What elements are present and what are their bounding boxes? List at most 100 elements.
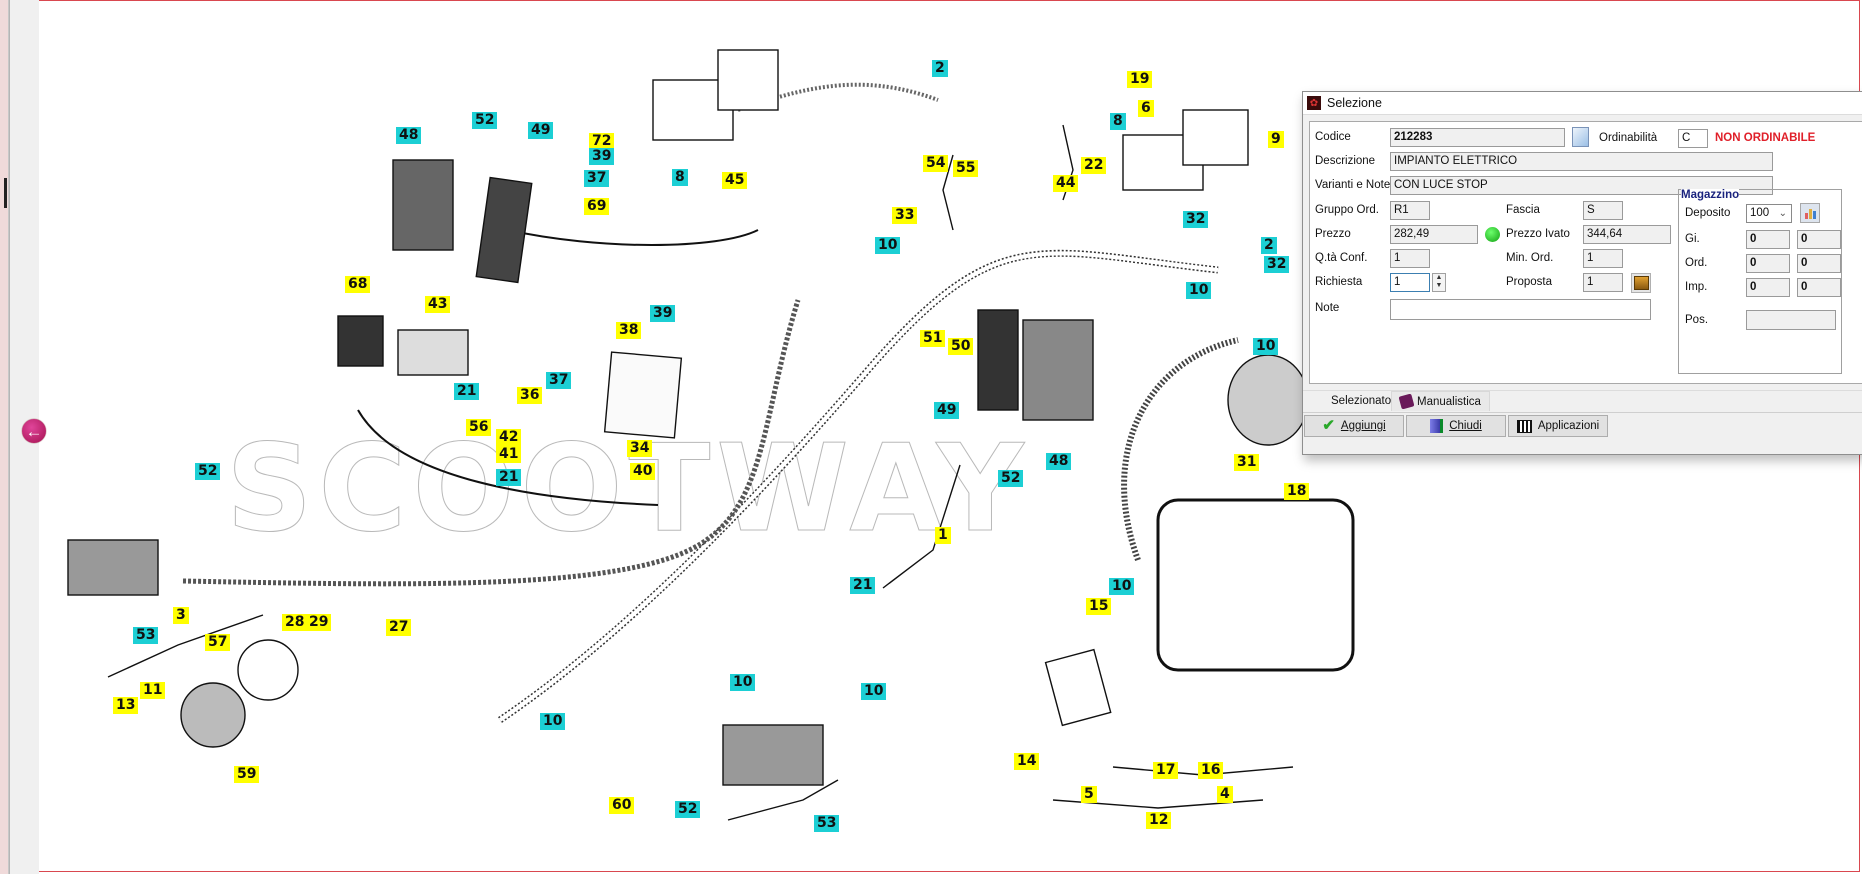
callout-68[interactable]: 68: [345, 276, 371, 293]
callout-48b[interactable]: 48: [1046, 453, 1072, 470]
prezzo-field[interactable]: 282,49: [1390, 225, 1478, 244]
callout-39b[interactable]: 39: [650, 305, 676, 322]
imp-field-1[interactable]: 0: [1746, 278, 1790, 297]
callout-60[interactable]: 60: [609, 797, 635, 814]
callout-54[interactable]: 54: [923, 155, 949, 172]
callout-10[interactable]: 10: [875, 237, 901, 254]
callout-32[interactable]: 32: [1183, 211, 1209, 228]
callout-10c[interactable]: 10: [1253, 338, 1279, 355]
callout-4[interactable]: 4: [1217, 786, 1233, 803]
callout-21b[interactable]: 21: [496, 469, 522, 486]
callout-11[interactable]: 11: [140, 682, 166, 699]
aggiungi-button[interactable]: ✔Aggiungi: [1304, 415, 1404, 437]
callout-10b[interactable]: 10: [1186, 282, 1212, 299]
callout-28[interactable]: 28: [282, 614, 308, 631]
callout-44[interactable]: 44: [1053, 175, 1079, 192]
chart-button[interactable]: [1800, 203, 1820, 223]
gruppo-field[interactable]: R1: [1390, 201, 1430, 220]
callout-38[interactable]: 38: [616, 322, 642, 339]
callout-9[interactable]: 9: [1268, 131, 1284, 148]
callout-2[interactable]: 2: [932, 60, 948, 77]
callout-36[interactable]: 36: [517, 387, 543, 404]
callout-39[interactable]: 39: [589, 148, 615, 165]
tab-manualistica[interactable]: Manualistica: [1391, 391, 1490, 411]
callout-6[interactable]: 6: [1138, 100, 1154, 117]
descrizione-field[interactable]: IMPIANTO ELETTRICO: [1390, 152, 1773, 171]
scrollbar-thumb[interactable]: [4, 178, 7, 208]
fascia-field[interactable]: S: [1583, 201, 1623, 220]
callout-1[interactable]: 1: [935, 527, 951, 544]
callout-21c[interactable]: 21: [850, 577, 876, 594]
callout-53[interactable]: 53: [133, 627, 159, 644]
callout-52d[interactable]: 52: [675, 801, 701, 818]
callout-34[interactable]: 34: [627, 440, 653, 457]
callout-18[interactable]: 18: [1284, 483, 1310, 500]
callout-10e[interactable]: 10: [861, 683, 887, 700]
callout-37b[interactable]: 37: [546, 372, 572, 389]
callout-8b[interactable]: 8: [1110, 113, 1126, 130]
richiesta-input[interactable]: 1: [1390, 273, 1430, 292]
varianti-field[interactable]: CON LUCE STOP: [1390, 176, 1773, 195]
callout-27[interactable]: 27: [386, 619, 412, 636]
callout-29[interactable]: 29: [306, 614, 332, 631]
ord-field-2[interactable]: 0: [1797, 254, 1841, 273]
prezzo-ivato-field[interactable]: 344,64: [1583, 225, 1671, 244]
callout-8[interactable]: 8: [672, 169, 688, 186]
callout-52b[interactable]: 52: [998, 470, 1024, 487]
callout-52c[interactable]: 52: [195, 463, 221, 480]
callout-10f[interactable]: 10: [540, 713, 566, 730]
proposta-field[interactable]: 1: [1583, 273, 1623, 292]
callout-59[interactable]: 59: [234, 766, 260, 783]
callout-14[interactable]: 14: [1014, 753, 1040, 770]
callout-5[interactable]: 5: [1081, 786, 1097, 803]
min-ord-field[interactable]: 1: [1583, 249, 1623, 268]
deposito-select[interactable]: 100⌄: [1746, 204, 1792, 223]
applicazioni-button[interactable]: Applicazioni: [1508, 415, 1608, 437]
callout-10d[interactable]: 10: [730, 674, 756, 691]
imp-field-2[interactable]: 0: [1797, 278, 1841, 297]
ordinabilita-field[interactable]: C: [1678, 129, 1708, 148]
callout-55[interactable]: 55: [953, 160, 979, 177]
callout-43[interactable]: 43: [425, 296, 451, 313]
callout-2b[interactable]: 2: [1261, 237, 1277, 254]
callout-45[interactable]: 45: [722, 172, 748, 189]
pos-field[interactable]: [1746, 310, 1836, 330]
callout-56[interactable]: 56: [466, 419, 492, 436]
gi-field-2[interactable]: 0: [1797, 230, 1841, 249]
callout-33[interactable]: 33: [892, 207, 918, 224]
callout-40[interactable]: 40: [630, 463, 656, 480]
box-button[interactable]: [1631, 273, 1651, 293]
callout-22[interactable]: 22: [1081, 157, 1107, 174]
callout-10g[interactable]: 10: [1109, 578, 1135, 595]
callout-53b[interactable]: 53: [814, 815, 840, 832]
callout-49b[interactable]: 49: [934, 402, 960, 419]
callout-52[interactable]: 52: [472, 112, 498, 129]
gi-field-1[interactable]: 0: [1746, 230, 1790, 249]
callout-21[interactable]: 21: [454, 383, 480, 400]
ord-field-1[interactable]: 0: [1746, 254, 1790, 273]
callout-41[interactable]: 41: [496, 446, 522, 463]
tab-selezionato[interactable]: Selezionato: [1323, 391, 1399, 411]
callout-32b[interactable]: 32: [1264, 256, 1290, 273]
chiudi-button[interactable]: Chiudi: [1406, 415, 1506, 437]
qta-conf-field[interactable]: 1: [1390, 249, 1430, 268]
callout-17[interactable]: 17: [1153, 762, 1179, 779]
callout-48[interactable]: 48: [396, 127, 422, 144]
callout-37[interactable]: 37: [584, 170, 610, 187]
callout-31[interactable]: 31: [1234, 454, 1260, 471]
back-button[interactable]: ←: [22, 419, 46, 443]
callout-15[interactable]: 15: [1086, 598, 1112, 615]
callout-50[interactable]: 50: [948, 338, 974, 355]
callout-51[interactable]: 51: [920, 330, 946, 347]
callout-57[interactable]: 57: [205, 634, 231, 651]
document-icon[interactable]: [1572, 127, 1589, 147]
dialog-titlebar[interactable]: ✿ Selezione: [1303, 92, 1862, 115]
callout-16[interactable]: 16: [1198, 762, 1224, 779]
callout-69[interactable]: 69: [584, 198, 610, 215]
callout-3[interactable]: 3: [173, 607, 189, 624]
codice-field[interactable]: 212283: [1390, 128, 1565, 147]
callout-12[interactable]: 12: [1146, 812, 1172, 829]
callout-13[interactable]: 13: [113, 697, 139, 714]
richiesta-stepper[interactable]: ▲▼: [1432, 273, 1446, 292]
callout-49[interactable]: 49: [528, 122, 554, 139]
